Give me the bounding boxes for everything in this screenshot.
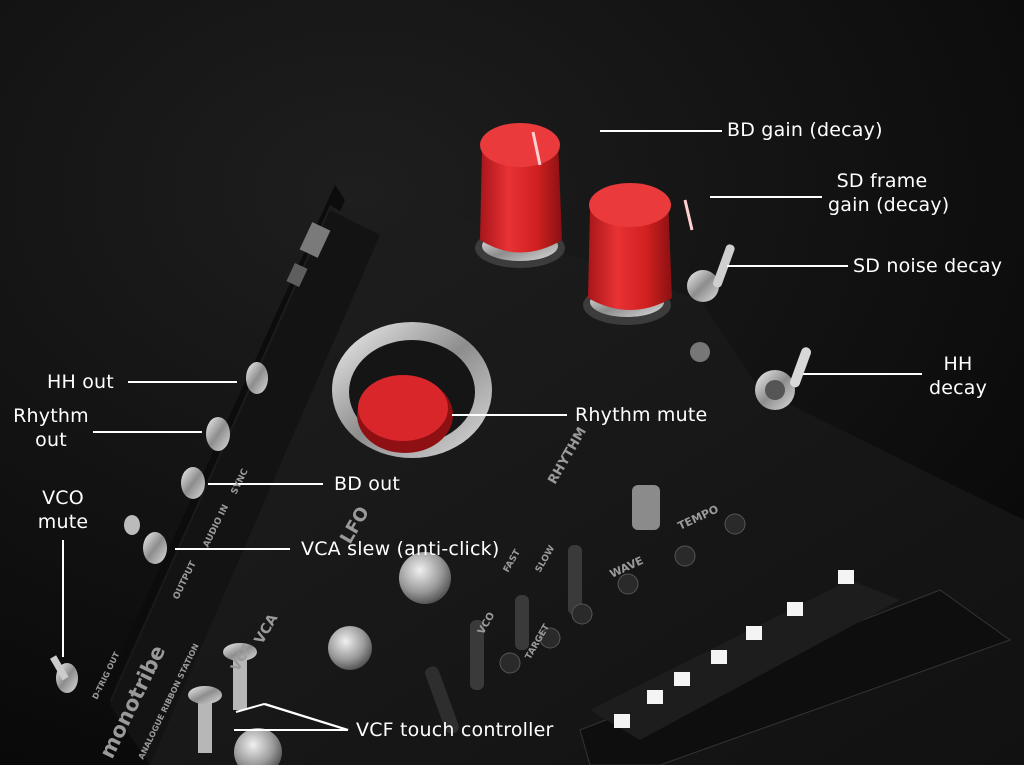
small-led-hole [690,342,710,362]
annotation-lines [62,130,922,731]
label-hh-decay: HH decay [920,352,996,400]
label-rhythm-mute: Rhythm mute [575,404,708,426]
label-sd-noise-decay: SD noise decay [853,255,1003,277]
side-connectors [286,222,331,288]
label-rhythm-out-line1: Rhythm [13,405,89,427]
label-vco-mute-line2: mute [37,511,89,533]
label-vco-mute: VCO mute [30,486,96,534]
label-vca-slew: VCA slew (anti-click) [301,538,500,560]
step-key-strip [579,580,1012,765]
label-hh-out: HH out [47,371,114,393]
label-vcf-touch-controller: VCF touch controller [356,719,554,741]
vcf-touch-screws [188,643,257,753]
label-bd-out: BD out [334,473,401,495]
label-sd-frame-gain: SD frame gain (decay) [828,169,950,217]
vco-mute-switch [50,655,78,693]
sd-noise-decay-switch [687,244,735,302]
label-bd-gain: BD gain (decay) [727,119,883,141]
device-bevel [110,210,380,765]
sd-frame-gain-knob [583,183,694,325]
audio-jacks [124,515,167,564]
hh-decay-switch [755,347,811,410]
label-rhythm-out: Rhythm out [10,404,92,452]
bd-out-jack [181,467,205,499]
label-sd-frame-line2: gain (decay) [828,194,950,216]
hh-out-jack [246,362,268,394]
label-vco-mute-line1: VCO [42,487,84,509]
label-hh-decay-line1: HH [943,353,973,375]
vco-knob [328,626,372,670]
step-leds [614,570,854,728]
panel-levers [425,485,660,734]
label-rhythm-out-line2: out [35,429,67,451]
round-buttons [499,513,746,674]
rhythm-mute-button [332,322,492,458]
lfo-rate-knob [399,552,451,604]
rhythm-out-jack [206,417,230,451]
bd-gain-knob [475,123,565,268]
vcf-knob [234,728,282,765]
label-hh-decay-line2: decay [928,377,988,399]
label-sd-frame-line1: SD frame [836,170,928,192]
